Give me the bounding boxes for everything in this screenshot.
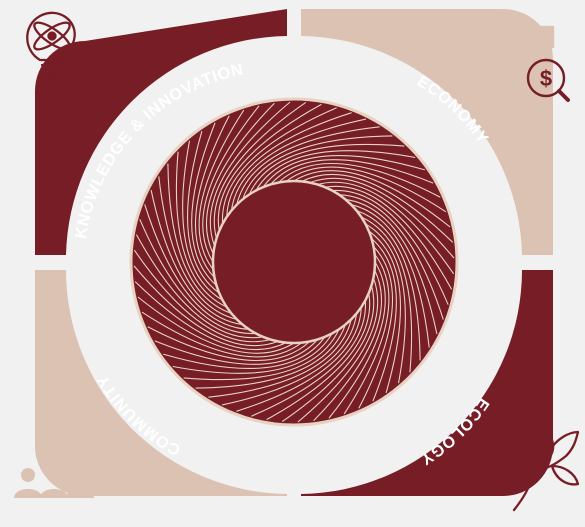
spiral-line	[137, 296, 295, 354]
spiral-line	[356, 210, 421, 361]
spiral-line	[202, 105, 260, 263]
spiral-line	[194, 115, 230, 279]
spiral-line	[158, 176, 237, 320]
spiral-line	[198, 109, 245, 271]
spiral-line	[248, 143, 405, 195]
spiral-line	[345, 198, 438, 335]
svg-text:$: $	[540, 66, 552, 91]
spiral-line	[368, 230, 401, 393]
spiral-line	[293, 170, 451, 228]
spiral-line	[371, 238, 397, 402]
spiral-line	[133, 249, 271, 343]
spiral-line	[226, 112, 352, 218]
spiral-line	[338, 194, 444, 320]
spiral-line	[195, 324, 346, 389]
spiral-line	[191, 122, 217, 286]
spiral-line	[167, 163, 232, 314]
spiral-line	[236, 126, 380, 205]
spiral-line	[139, 219, 256, 334]
spiral-line	[343, 253, 390, 415]
spiral-line	[242, 135, 393, 200]
quadrant-economy	[301, 9, 553, 255]
spiral-line	[313, 269, 382, 422]
spiral-line	[154, 339, 318, 365]
spiral-line	[255, 150, 416, 191]
leaf-branch-icon	[504, 430, 580, 512]
spiral-line	[147, 326, 311, 362]
spiral-line	[175, 151, 227, 308]
spiral-pattern	[133, 101, 455, 423]
spiral-line	[230, 118, 367, 211]
lightbulb-atom-icon	[26, 11, 76, 79]
spiral-line	[351, 204, 430, 348]
quadrant-knowledge-innovation	[35, 9, 287, 255]
spiral-line	[251, 300, 366, 417]
spiral-line	[297, 277, 379, 423]
spiral-line	[222, 107, 337, 224]
spiral-line	[328, 261, 386, 419]
spiral-line	[358, 245, 394, 409]
spiral-line	[285, 166, 447, 213]
quadrant-ecology	[301, 270, 553, 496]
center-core	[211, 179, 377, 345]
spiral-line	[141, 311, 303, 358]
spiral-line	[208, 319, 352, 398]
spiral-line	[270, 159, 434, 185]
spiral-line	[144, 204, 250, 330]
spiral-line	[217, 103, 322, 232]
spiral-line	[317, 181, 455, 275]
spiral-line	[236, 306, 362, 412]
spiral-line	[262, 155, 425, 188]
spiral-line	[209, 101, 291, 247]
spiral-line	[213, 101, 307, 239]
spiral-line	[332, 190, 449, 305]
spiral-line	[324, 185, 453, 290]
spiral-line	[266, 292, 371, 421]
spiral-line	[361, 216, 413, 373]
quadrant-community	[35, 270, 287, 496]
spiral-line	[183, 329, 340, 381]
spiral-line	[163, 336, 326, 369]
spiral-line	[134, 281, 287, 350]
spiral-line	[187, 131, 220, 294]
chart-dollar-icon: $	[507, 25, 570, 102]
spiral-line	[281, 285, 375, 423]
spiral-line	[133, 265, 279, 347]
spiral-line	[309, 177, 455, 259]
spiral-line	[277, 162, 441, 198]
spiral-line	[206, 102, 275, 255]
spiral-line	[182, 140, 223, 301]
people-group-icon	[14, 468, 94, 498]
spiral-line	[301, 174, 454, 243]
spiral-line	[150, 189, 243, 326]
center-ring-border	[129, 97, 459, 427]
spiral-line	[172, 333, 333, 374]
spiral-line	[365, 223, 406, 384]
spiral-line	[135, 234, 264, 339]
spiral-line	[221, 313, 358, 406]
